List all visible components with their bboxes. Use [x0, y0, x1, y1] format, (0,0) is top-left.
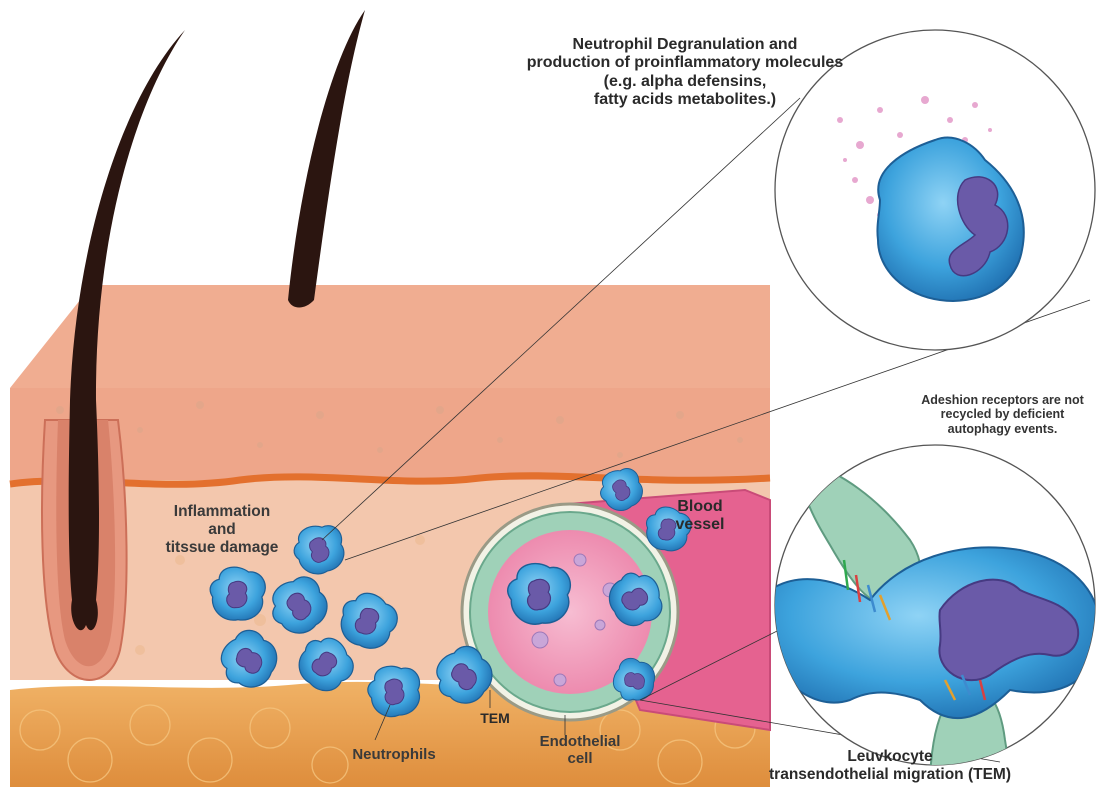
- endothelial-cell-label: Endothelial cell: [525, 733, 635, 768]
- neutrophils-label: Neutrophils: [334, 746, 454, 763]
- transendothelial-migration-label: Leuvkocyte transendothelial migration (T…: [740, 748, 1040, 784]
- adhesion-receptors-label: Adeshion receptors are not recycled by d…: [900, 393, 1105, 436]
- blood-vessel-label: Blood vessel: [650, 498, 750, 535]
- epidermis-top: [10, 285, 770, 388]
- hair-follicle: [42, 400, 127, 680]
- degranulation-title: Neutrophil Degranulation and production …: [470, 36, 900, 110]
- zoom-adhesion: [770, 445, 1100, 787]
- inflammation-label: Inflammation and titssue damage: [142, 503, 302, 556]
- hair-shaft-right: [288, 10, 365, 308]
- tem-label: TEM: [470, 710, 520, 726]
